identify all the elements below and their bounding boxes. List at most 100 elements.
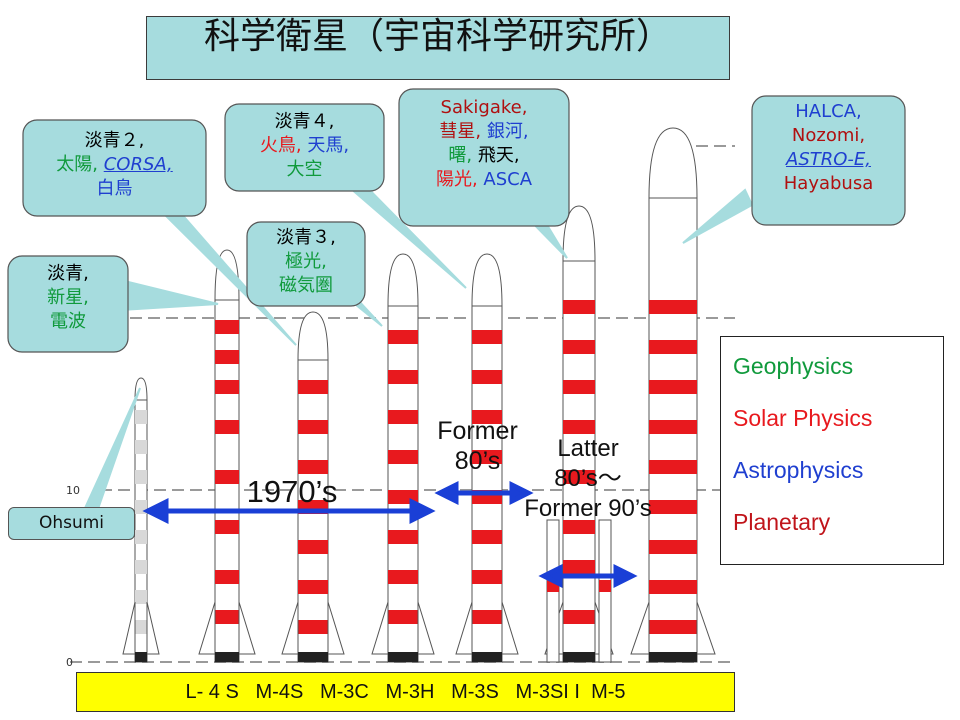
callout-4-tenma: 天馬, (307, 135, 350, 156)
rocket-m3s-body (471, 305, 503, 663)
rocket-m4s-band-4 (215, 470, 239, 484)
legend-geophysics: Geophysics (733, 353, 854, 379)
rocket-m3c-fin-right (327, 601, 345, 655)
rocket-m3c-band-2 (298, 460, 328, 474)
callout-4-hinotori: 火鳥, (259, 135, 302, 156)
scale-label-0: 0 (66, 656, 73, 669)
legend-solar-physics: Solar Physics (733, 405, 873, 431)
callout-6-line2: Nozomi, (791, 125, 866, 146)
rocket-m3s-fin-left (455, 601, 473, 655)
callout-bubble-6 (751, 95, 906, 226)
rocket-m3c-band-1 (298, 420, 328, 434)
era-latter-line2: 80’s〜 (554, 465, 622, 492)
rocket-m3s-band-0 (472, 330, 502, 344)
rocket-l4s-band-6 (135, 590, 147, 604)
rocket-m4s-band-6 (215, 570, 239, 584)
rocket-m3h-body (387, 305, 419, 663)
callout-5-line1: Sakigake, (440, 97, 528, 118)
rockets (122, 127, 716, 663)
rocket-m5-band-2 (649, 380, 697, 394)
rocket-m3s-band-2 (472, 410, 502, 424)
rocket-m3c-nose (297, 311, 329, 361)
legend-planetary: Planetary (733, 509, 831, 535)
rocket-m3c-nozzle (298, 652, 328, 662)
rocket-m3s-nose (471, 253, 503, 307)
rocket-m3s-band-7 (472, 610, 502, 624)
rocket-m4s-band-1 (215, 350, 239, 364)
rocket-m3s2-nozzle (563, 652, 595, 662)
rocket-m3s-band-5 (472, 530, 502, 544)
callout-3-line1: 淡青３, (276, 227, 336, 248)
rocket-m4s-fin-left (198, 601, 216, 655)
rocket-m3c-fin-left (281, 601, 299, 655)
era-1970s: 1970’s (246, 474, 338, 509)
ohsumi-label: Ohsumi (8, 507, 135, 540)
callout-4-line3: 大空 (286, 159, 323, 180)
callout-3-line2: 極光, (285, 251, 327, 272)
rocket-m3s2-nose (562, 205, 596, 262)
callout-bubble-4 (224, 103, 385, 192)
callout-4: 淡青４, 火鳥, 天馬, 大空 (225, 110, 384, 182)
callout-bubble-3 (246, 221, 366, 307)
rocket-m4s-band-7 (215, 610, 239, 624)
rocket-m3h-band-0 (388, 330, 418, 344)
rocket-m4s-fin-right (238, 601, 256, 655)
rocket-m3c-band-5 (298, 580, 328, 594)
callout-5-yohkoh: 陽光, (435, 169, 478, 190)
callout-6-line4: Hayabusa (783, 173, 874, 194)
callout-6: HALCA, Nozomi, ASTRO-E, Hayabusa (752, 100, 905, 196)
rocket-m4s-band-0 (215, 320, 239, 334)
callout-2-sun: 太陽, (56, 154, 98, 175)
rocket-l4s-band-2 (135, 470, 147, 484)
rocket-m3h-nozzle (388, 652, 418, 662)
rocket-l4s-band-0 (135, 410, 147, 424)
callout-5-akebono: 曙, (448, 145, 473, 166)
legend-astrophysics: Astrophysics (733, 457, 864, 483)
callout-1: 淡青, 新星, 電波 (8, 262, 128, 334)
era-former-line2: 80’s (454, 447, 501, 475)
rocket-m5-band-0 (649, 300, 697, 314)
rocket-m3s2-band-6 (563, 560, 595, 574)
rocket-m5-band-5 (649, 500, 697, 514)
rocket-m3h-band-3 (388, 450, 418, 464)
rocket-m3h-band-2 (388, 410, 418, 424)
rocket-m3h-band-7 (388, 610, 418, 624)
legend-box: Geophysics Solar Physics Astrophysics Pl… (720, 336, 944, 565)
rocket-m4s-band-3 (215, 420, 239, 434)
callout-bubble-5 (398, 88, 570, 227)
rocket-m5-band-3 (649, 420, 697, 434)
rocket-m3s2-booster-band-1 (599, 580, 611, 592)
callout-5-ginga: 銀河, (486, 121, 529, 142)
rocket-m5-fin-left (630, 601, 650, 655)
callout-3: 淡青３, 極光, 磁気圏 (247, 226, 365, 298)
callout-6-line3: ASTRO-E, (786, 149, 871, 170)
rocket-m5-band-4 (649, 460, 697, 474)
callout-bubble-1 (7, 255, 129, 353)
scale-label-10: 10 (66, 484, 80, 497)
rocket-m3s2-band-0 (563, 300, 595, 314)
rocket-m3s-fin-right (501, 601, 519, 655)
rocket-m3s2-band-5 (563, 520, 595, 534)
callout-bubble-2 (22, 119, 207, 217)
era-former-line1: Former (437, 417, 518, 445)
era-latter-80s: Latter 80’s〜 Former 90’s (494, 434, 682, 524)
rocket-m3s2-body (562, 260, 596, 663)
callout-6-line1: HALCA, (795, 101, 862, 122)
rocket-m4s-band-5 (215, 520, 239, 534)
callout-5: Sakigake, 彗星, 銀河, 曙, 飛天, 陽光, ASCA (399, 96, 569, 192)
rocket-m3s-band-6 (472, 570, 502, 584)
rocket-m5-band-7 (649, 580, 697, 594)
rocket-m4s-nozzle (215, 652, 239, 662)
era-latter-line3: Former 90’s (524, 495, 652, 522)
rocket-m3s2-band-1 (563, 340, 595, 354)
era-latter-line1: Latter (557, 435, 619, 462)
callout-5-hiten: 飛天, (477, 145, 520, 166)
rocket-m3h-band-1 (388, 370, 418, 384)
callout-2-line1: 淡青２, (84, 130, 145, 151)
rocket-m4s-band-2 (215, 380, 239, 394)
rocket-m5-fin-right (696, 601, 716, 655)
callout-1-line1: 淡青, (47, 263, 89, 284)
callout-5-suisei: 彗星, (439, 121, 482, 142)
callout-2: 淡青２, 太陽, CORSA, 白鳥 (23, 129, 206, 201)
rocket-m5-band-6 (649, 540, 697, 554)
